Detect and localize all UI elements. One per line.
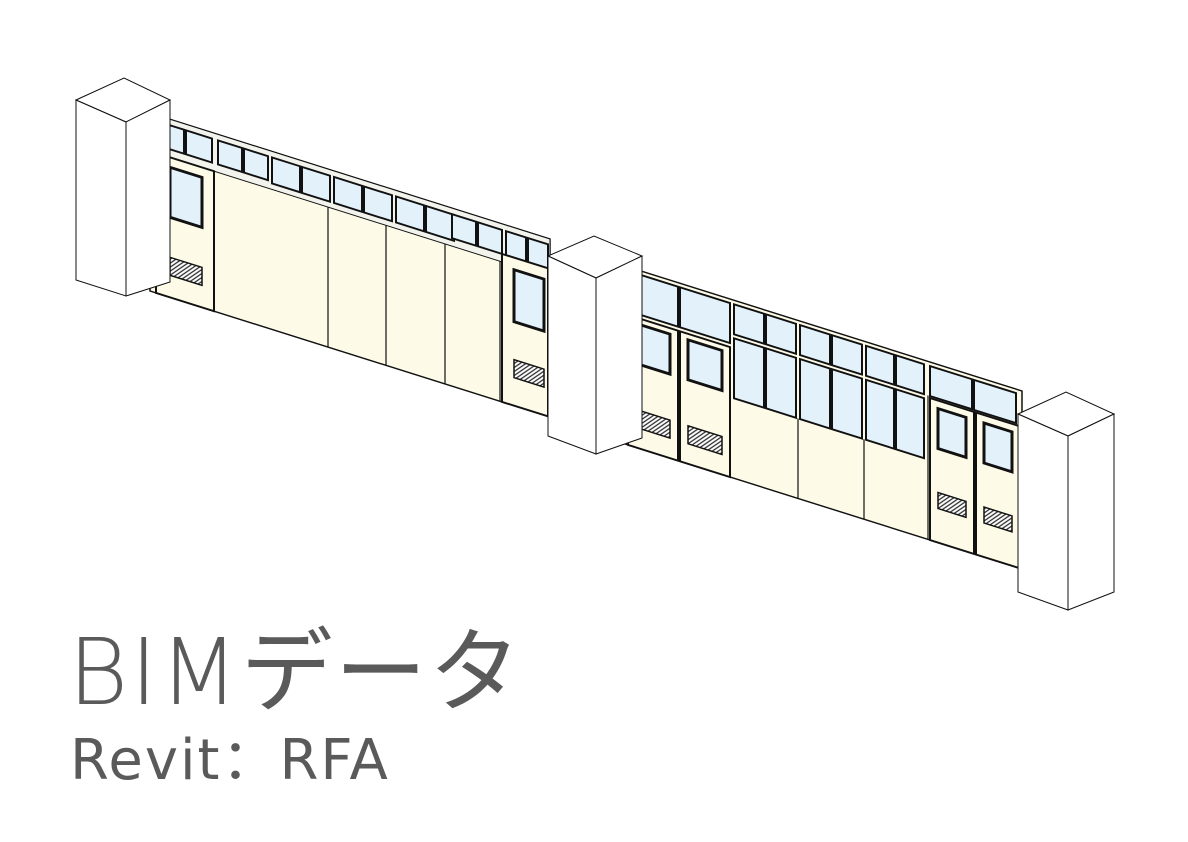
right-wall-segment xyxy=(621,264,1023,570)
title: BIMデータ xyxy=(68,619,523,726)
subtitle: Revit：RFA xyxy=(70,728,390,793)
door-right xyxy=(929,396,1021,570)
column-right xyxy=(1016,391,1116,611)
column-middle xyxy=(546,235,644,455)
column-left xyxy=(74,77,172,297)
main-windows xyxy=(733,336,925,460)
left-wall-segment xyxy=(149,112,551,418)
door-left-2 xyxy=(501,252,549,418)
